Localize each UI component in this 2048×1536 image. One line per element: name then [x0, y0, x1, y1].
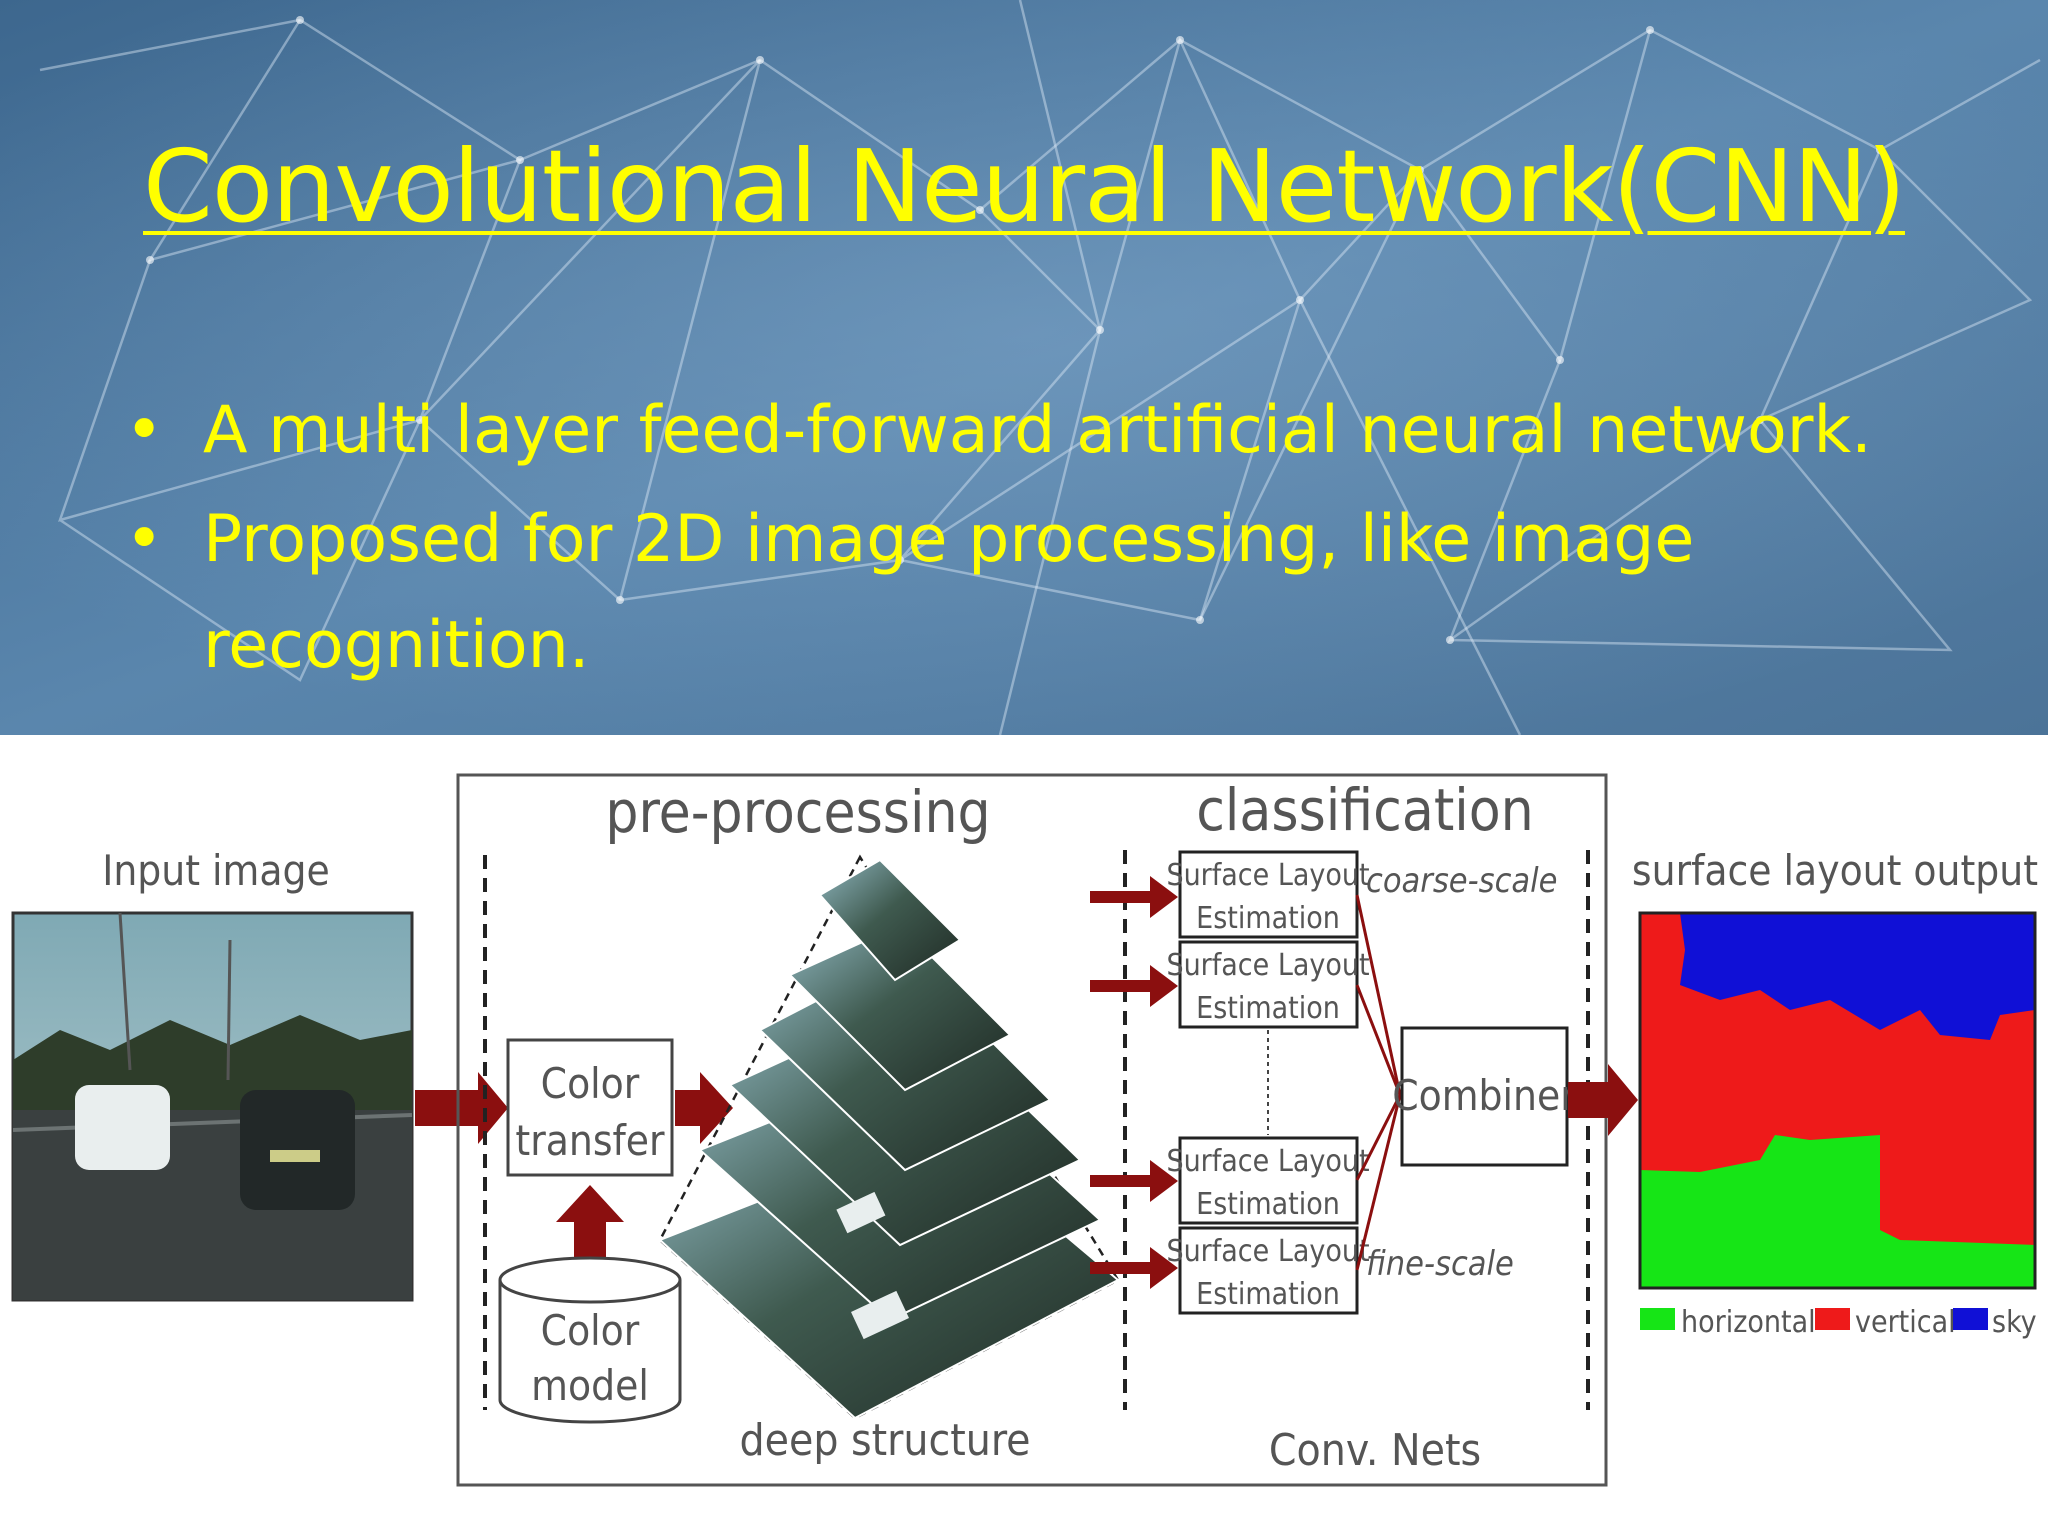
- legend-swatch-sky: [1953, 1308, 1988, 1330]
- estimator-box-4: Surface Layout Estimation: [1166, 1226, 1370, 1315]
- color-transfer-label: Color: [541, 1059, 640, 1108]
- color-model-label: Color: [541, 1306, 640, 1355]
- bullet-item: A multi layer feed-forward artificial ne…: [125, 375, 1955, 487]
- conv-nets-label: Conv. Nets: [1269, 1425, 1481, 1476]
- output-label: surface layout output: [1632, 846, 2038, 895]
- cnn-pipeline-diagram: Input image pre-processing classificatio…: [0, 735, 2048, 1536]
- fine-scale-label: fine-scale: [1366, 1244, 1514, 1284]
- color-model-database: [498, 1256, 682, 1424]
- svg-text:Estimation: Estimation: [1196, 1277, 1340, 1312]
- legend-label: vertical: [1855, 1305, 1956, 1340]
- arrow-icon: [556, 1185, 624, 1275]
- color-model-label: model: [531, 1361, 649, 1410]
- preprocessing-label: pre-processing: [605, 778, 990, 846]
- svg-text:Estimation: Estimation: [1196, 901, 1340, 936]
- combiner-box: [1400, 1026, 1569, 1167]
- image-pyramid-layers: [658, 858, 1120, 1420]
- svg-text:Surface Layout: Surface Layout: [1166, 1234, 1369, 1269]
- input-image-label: Input image: [102, 846, 330, 895]
- arrow-icon: [1090, 876, 1178, 1289]
- combiner-connectors: [1355, 894, 1402, 1271]
- legend-label: horizontal: [1681, 1305, 1816, 1340]
- legend-swatch-horizontal: [1640, 1308, 1675, 1330]
- bullet-item: Proposed for 2D image processing, like i…: [125, 487, 1955, 699]
- coarse-scale-label: coarse-scale: [1366, 861, 1557, 901]
- legend-swatch-vertical: [1815, 1308, 1850, 1330]
- color-transfer-box: [506, 1038, 674, 1177]
- svg-text:Surface Layout: Surface Layout: [1166, 948, 1369, 983]
- pipeline-frame: [456, 773, 1608, 1487]
- arrow-icon: [1568, 1064, 1638, 1136]
- color-transfer-label: transfer: [515, 1116, 665, 1165]
- slide-title: Convolutional Neural Network(CNN): [143, 128, 1906, 245]
- legend: horizontal vertical sky: [1640, 1305, 2037, 1340]
- estimator-box-2: Surface Layout Estimation: [1166, 940, 1370, 1029]
- svg-text:Surface Layout: Surface Layout: [1166, 858, 1369, 893]
- classification-label: classification: [1196, 776, 1534, 844]
- svg-text:Estimation: Estimation: [1196, 1187, 1340, 1222]
- bullet-list: A multi layer feed-forward artificial ne…: [125, 375, 1955, 699]
- combiner-label: Combiner: [1392, 1071, 1576, 1120]
- estimator-box-1: Surface Layout Estimation: [1166, 850, 1370, 939]
- surface-layout-output: [1638, 911, 2037, 1290]
- legend-label: sky: [1992, 1305, 2037, 1340]
- svg-text:Estimation: Estimation: [1196, 991, 1340, 1026]
- deep-structure-label: deep structure: [739, 1415, 1030, 1466]
- arrow-icon: [675, 1072, 733, 1144]
- input-image: [11, 911, 414, 1302]
- estimator-box-3: Surface Layout Estimation: [1166, 1136, 1370, 1225]
- svg-text:Surface Layout: Surface Layout: [1166, 1144, 1369, 1179]
